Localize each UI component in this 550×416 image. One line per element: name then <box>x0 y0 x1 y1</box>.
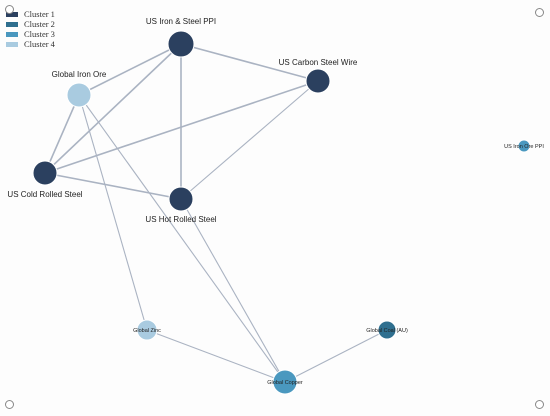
resize-handle-top-left[interactable] <box>5 5 14 14</box>
edge-cold-hot <box>44 172 182 200</box>
legend-item-cluster-1[interactable]: Cluster 1 <box>6 9 55 19</box>
node-label: US Hot Rolled Steel <box>145 215 216 224</box>
node-copper[interactable]: Global Copper <box>267 369 303 395</box>
node-circle[interactable] <box>517 139 531 153</box>
legend: Cluster 1 Cluster 2 Cluster 3 Cluster 4 <box>6 9 55 49</box>
legend-swatch <box>6 31 18 37</box>
node-orePPI[interactable]: US Iron Ore PPI <box>504 139 544 153</box>
node-label: Global Zinc <box>133 328 161 334</box>
node-label: US Cold Rolled Steel <box>7 190 82 199</box>
node-hot[interactable]: US Hot Rolled Steel <box>145 186 217 224</box>
legend-item-cluster-2[interactable]: Cluster 2 <box>6 19 55 29</box>
node-ppi[interactable]: US Iron & Steel PPI <box>146 17 216 58</box>
node-cold[interactable]: US Cold Rolled Steel <box>7 160 83 199</box>
node-circle[interactable] <box>136 319 158 341</box>
legend-item-cluster-4[interactable]: Cluster 4 <box>6 39 55 49</box>
resize-handle-bottom-left[interactable] <box>5 400 14 409</box>
resize-handle-top-right[interactable] <box>535 8 544 17</box>
node-ore[interactable]: Global Iron Ore <box>52 70 107 108</box>
node-circle[interactable] <box>305 68 331 94</box>
node-label: Global Coal (AU) <box>366 328 408 334</box>
legend-label: Cluster 2 <box>24 19 55 29</box>
edge-ppi-ore <box>78 43 182 96</box>
legend-swatch <box>6 21 18 27</box>
node-circle[interactable] <box>66 82 92 108</box>
edge-zinc-copper <box>146 329 286 383</box>
resize-handle-bottom-right[interactable] <box>535 400 544 409</box>
node-circle[interactable] <box>167 30 195 58</box>
node-circle[interactable] <box>32 160 58 186</box>
node-label: US Iron & Steel PPI <box>146 17 216 26</box>
edge-ore-copper <box>78 94 286 383</box>
edge-ore-zinc <box>78 94 148 331</box>
graph-canvas[interactable] <box>4 4 544 410</box>
edge-hot-copper <box>180 198 286 383</box>
node-circle[interactable] <box>168 186 194 212</box>
edge-hot-wire <box>180 80 319 200</box>
node-label: Global Iron Ore <box>52 70 107 79</box>
node-coal[interactable]: Global Coal (AU) <box>366 320 408 340</box>
edge-cold-wire <box>44 80 319 174</box>
node-zinc[interactable]: Global Zinc <box>133 319 161 341</box>
node-wire[interactable]: US Carbon Steel Wire <box>279 58 358 94</box>
edge-cold-ore <box>44 94 80 174</box>
legend-label: Cluster 4 <box>24 39 55 49</box>
edge-coal-copper <box>284 329 388 383</box>
edge-ppi-wire <box>180 43 319 82</box>
legend-item-cluster-3[interactable]: Cluster 3 <box>6 29 55 39</box>
legend-label: Cluster 3 <box>24 29 55 39</box>
node-label: US Carbon Steel Wire <box>279 58 358 67</box>
node-circle[interactable] <box>272 369 298 395</box>
legend-swatch <box>6 11 18 17</box>
node-circle[interactable] <box>377 320 397 340</box>
edge-ppi-cold <box>44 43 182 174</box>
node-label: US Iron Ore PPI <box>504 144 544 150</box>
legend-swatch <box>6 41 18 47</box>
node-label: Global Copper <box>267 380 303 386</box>
legend-label: Cluster 1 <box>24 9 55 19</box>
